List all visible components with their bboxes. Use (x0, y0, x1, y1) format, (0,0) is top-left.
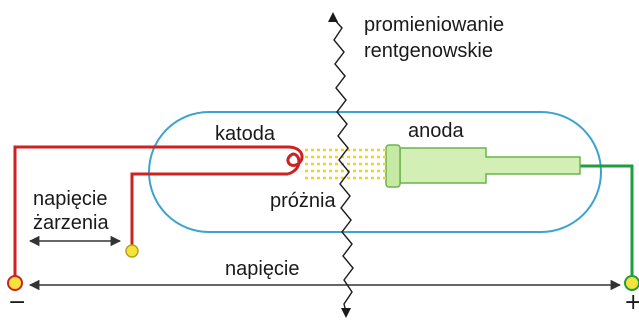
vacuum-label: próżnia (270, 190, 336, 212)
x-ray-wave (332, 17, 354, 313)
cathode-label: katoda (215, 123, 276, 145)
cathode-filament (286, 145, 304, 176)
negative-terminal (7, 275, 23, 291)
anode-target (385, 144, 401, 188)
heating-voltage-label-line1: napięcie (33, 188, 108, 210)
radiation-label-line1: promieniowanie (364, 14, 505, 36)
radiation-label-line2: rentgenowskie (364, 40, 493, 62)
anode-label: anoda (408, 120, 464, 142)
anode-wire (580, 164, 634, 275)
x-ray-arrowhead-bottom (341, 308, 351, 318)
voltage-label: napięcie (225, 258, 300, 280)
plus-sign: + (624, 290, 639, 315)
minus-sign: − (8, 290, 27, 315)
heating-terminal (125, 244, 139, 258)
anode (399, 147, 581, 184)
x-ray-arrowhead-top (328, 12, 338, 22)
heating-voltage-label-line2: żarzenia (33, 212, 109, 234)
positive-terminal (624, 275, 639, 291)
electron-beam (305, 148, 386, 180)
glass-tube (148, 111, 602, 233)
cathode-wire (13, 145, 288, 278)
